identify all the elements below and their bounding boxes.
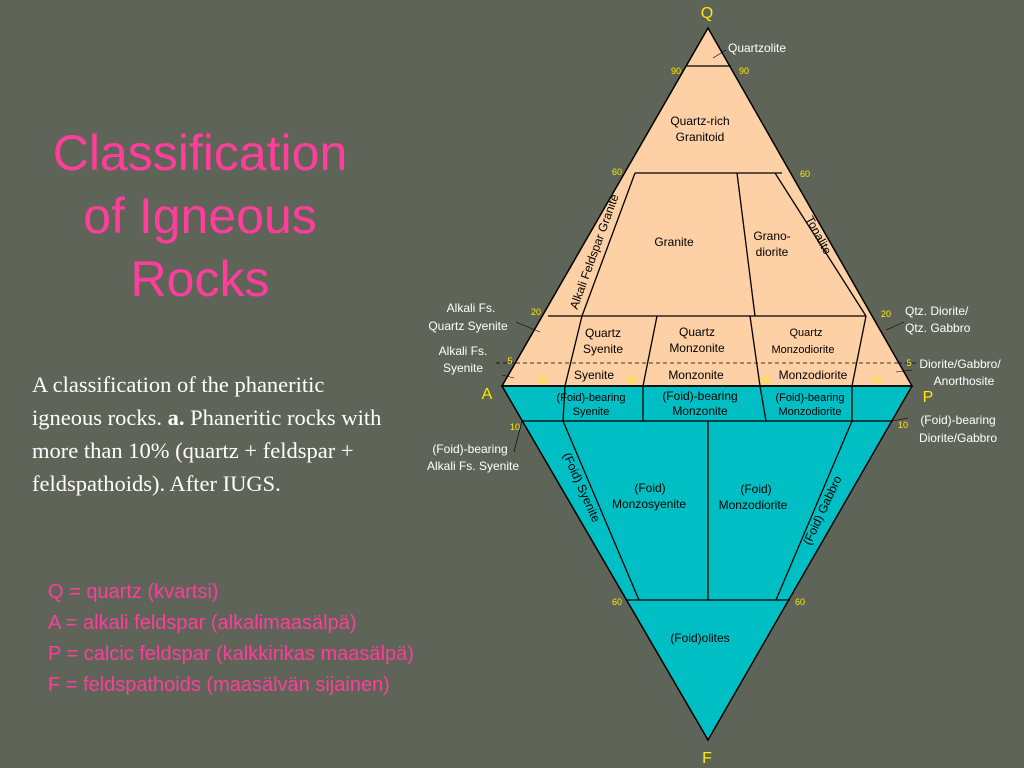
- label-leaders: [501, 321, 913, 453]
- label-qtz-diorite-2: Qtz. Gabbro: [905, 321, 971, 335]
- description-text: A classification of the phaneritic igneo…: [32, 372, 325, 430]
- title-line: of Igneous: [83, 188, 317, 244]
- label-foid-monzonite-2: Monzonite: [672, 404, 728, 418]
- description-bold: a.: [167, 405, 185, 430]
- tick-q90-left: 90: [671, 66, 681, 76]
- label-quartz-syenite-2: Syenite: [583, 342, 623, 356]
- corner-p: P: [923, 389, 934, 406]
- tick-q20-right: 20: [881, 309, 891, 319]
- lower-boundaries: [522, 385, 892, 601]
- corner-a: A: [482, 386, 493, 403]
- lower-triangle: [502, 386, 912, 740]
- label-granodiorite-2: diorite: [756, 245, 789, 259]
- label-foid-monzodiorite-lower-1: (Foid): [740, 482, 771, 496]
- label-alkali-fs-quartz-syenite-1: Alkali Fs.: [447, 301, 496, 315]
- label-quartz-rich-2: Granitoid: [676, 130, 725, 144]
- label-foidolites: (Foid)olites: [670, 631, 729, 645]
- label-quartzolite: Quartzolite: [728, 41, 786, 55]
- label-granodiorite-1: Grano-: [753, 229, 790, 243]
- label-alkali-fs-quartz-syenite-2: Quartz Syenite: [428, 319, 508, 333]
- tick-q60-left: 60: [612, 167, 622, 177]
- upper-triangle: [502, 28, 912, 386]
- label-alkali-fs-syenite-1: Alkali Fs.: [439, 344, 488, 358]
- label-qtz-diorite-1: Qtz. Diorite/: [905, 304, 969, 318]
- label-granite: Granite: [654, 235, 694, 249]
- label-quartz-monzodiorite-1: Quartz: [789, 327, 822, 339]
- title-line: Classification: [52, 125, 348, 181]
- label-foid-monzosyenite-1: (Foid): [634, 481, 665, 495]
- label-monzonite: Monzonite: [668, 368, 724, 382]
- tick-q5-left: 5: [507, 356, 512, 366]
- label-foid-monzosyenite-2: Monzosyenite: [612, 497, 686, 511]
- label-foid-monzodiorite-1: (Foid)-bearing: [775, 392, 844, 404]
- page-title: Classification of Igneous Rocks: [20, 122, 380, 311]
- label-syenite: Syenite: [574, 368, 614, 382]
- title-line: Rocks: [130, 251, 270, 307]
- tick-ap65: 65: [760, 375, 770, 385]
- label-foid-syenite-2: Syenite: [573, 406, 610, 418]
- label-foid-monzodiorite-lower-2: Monzodiorite: [719, 498, 788, 512]
- label-monzodiorite: Monzodiorite: [779, 368, 848, 382]
- tick-q5-right: 5: [906, 358, 911, 368]
- label-diorite-gabbro-2: Anorthosite: [934, 374, 995, 388]
- label-quartz-monzonite-1: Quartz: [679, 325, 715, 339]
- tick-f10-left: 10: [510, 422, 520, 432]
- label-quartz-syenite-1: Quartz: [585, 326, 621, 340]
- tick-ap35: 35: [627, 375, 637, 385]
- label-diorite-gabbro-1: Diorite/Gabbro/: [919, 357, 1001, 371]
- tick-ap90: 90: [872, 375, 882, 385]
- corner-f: F: [702, 750, 712, 767]
- quartzolite-leader: [712, 49, 727, 59]
- label-foid-monzonite-1: (Foid)-bearing: [662, 389, 737, 403]
- corner-q: Q: [701, 5, 713, 22]
- legend-item-q: Q = quartz (kvartsi): [48, 581, 219, 603]
- label-quartz-monzonite-2: Monzonite: [669, 341, 725, 355]
- label-foid-syenite-1: (Foid)-bearing: [556, 392, 625, 404]
- label-quartz-rich-1: Quartz-rich: [670, 114, 729, 128]
- legend-item-f: F = feldspathoids (maasälvän sijainen): [48, 674, 390, 696]
- label-quartz-monzodiorite-2: Monzodiorite: [772, 344, 835, 356]
- tick-f60-right: 60: [795, 597, 805, 607]
- label-foid-diorite-2: Diorite/Gabbro: [919, 431, 997, 445]
- description-rest: Phaneritic rocks with more than 10% (qua…: [32, 405, 382, 496]
- legend-item-p: P = calcic feldspar (kalkkirikas maasälp…: [48, 643, 414, 665]
- label-foid-alkali-2: Alkali Fs. Syenite: [427, 459, 519, 473]
- label-foid-alkali-1: (Foid)-bearing: [432, 442, 507, 456]
- label-foid-monzodiorite-2: Monzodiorite: [779, 406, 842, 418]
- legend-item-a: A = alkali feldspar (alkalimaasälpä): [48, 612, 357, 634]
- tick-ap10: 10: [538, 375, 548, 385]
- tick-q20-left: 20: [531, 307, 541, 317]
- description: A classification of the phaneritic igneo…: [32, 368, 382, 500]
- tick-f10-right: 10: [898, 420, 908, 430]
- lower-outline: [500, 385, 914, 742]
- label-alkali-fs-syenite-2: Syenite: [443, 361, 483, 375]
- tick-f60-left: 60: [612, 597, 622, 607]
- tick-q60-right: 60: [800, 169, 810, 179]
- tick-q90-right: 90: [739, 66, 749, 76]
- label-foid-diorite-1: (Foid)-bearing: [920, 413, 995, 427]
- legend: Q = quartz (kvartsi) A = alkali feldspar…: [48, 577, 528, 701]
